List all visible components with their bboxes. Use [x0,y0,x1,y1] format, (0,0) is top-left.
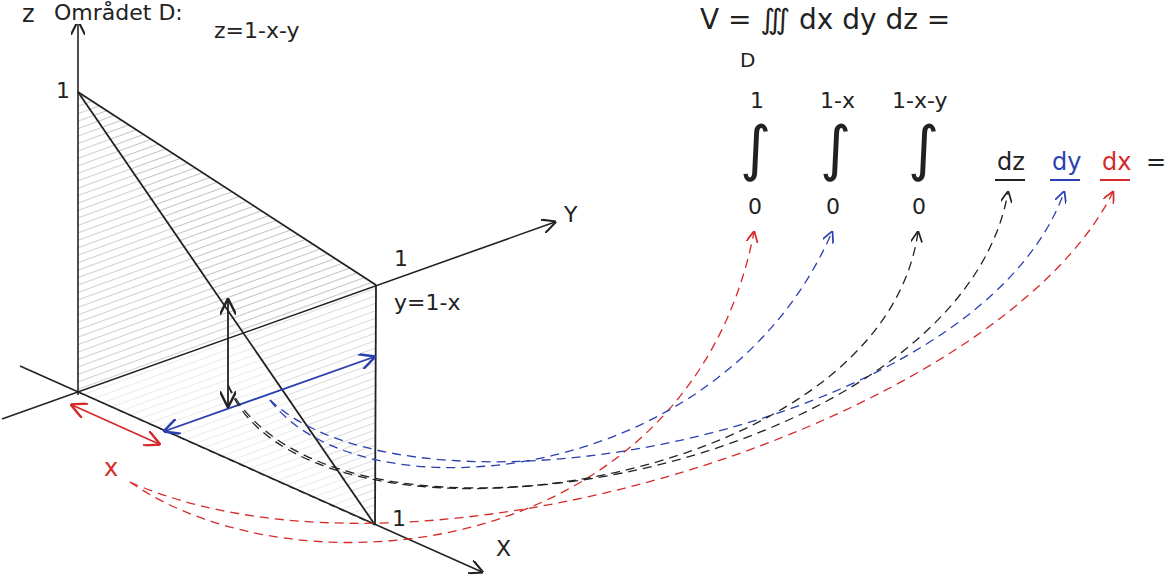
dashed-leaders [130,192,1113,523]
dashed-leaders [270,232,832,468]
differential: dx [1100,150,1133,174]
tetrahedron-edges [78,92,375,525]
plane-equation: z=1-x-y [212,20,302,42]
upper-limit: 1-x-y [890,90,950,112]
dashed-leaders [270,192,1064,462]
integral-sign: ∫ [818,118,853,178]
axes [2,22,555,572]
upper-limit: 1 [748,90,766,112]
shaded-faces [78,92,375,525]
shaded-faces [78,92,376,525]
tetrahedron-edges [78,92,376,525]
dashed-leaders [228,192,1008,488]
differential-underlines [995,179,1025,181]
tetrahedron-edges [78,392,375,525]
volume-formula: V = ∭ dx dy dz = [698,6,952,34]
region-subscript: D [738,50,757,70]
axis-label: z [20,2,37,26]
range-arrows [72,300,374,444]
tetrahedron-edges [78,92,376,285]
differential: dy [1050,150,1083,174]
dashed-leaders [228,232,918,489]
integral-sign: ∫ [738,118,773,178]
region-heading: Området D: [52,2,185,24]
differential-underlines [1100,179,1130,181]
axis-label: X [494,538,513,560]
axis-label: Y [562,204,579,226]
differential-underlines [1050,179,1080,181]
differential-underlines [995,179,1130,181]
range-arrows [165,357,374,431]
variable-label: x [102,456,120,480]
axis-tick: 1 [54,80,72,102]
line-equation: y=1-x [392,292,462,314]
range-arrows [72,405,159,444]
dashed-leaders [130,192,1113,543]
upper-limit: 1-x [818,90,857,112]
shaded-faces [78,92,376,525]
lower-limit: 0 [910,196,928,218]
integral-sign: ∫ [906,118,941,178]
axis-tick: 1 [390,508,408,530]
lower-limit: 0 [746,196,764,218]
differential: dz [995,150,1027,174]
axes [20,366,482,572]
range-arrows [227,300,229,406]
axes [77,22,79,395]
equals-sign: = [1144,150,1168,174]
lower-limit: 0 [824,196,842,218]
dashed-leaders [130,232,754,543]
tetrahedron-edges [375,285,376,525]
axis-tick: 1 [392,248,410,270]
axes [2,222,555,419]
